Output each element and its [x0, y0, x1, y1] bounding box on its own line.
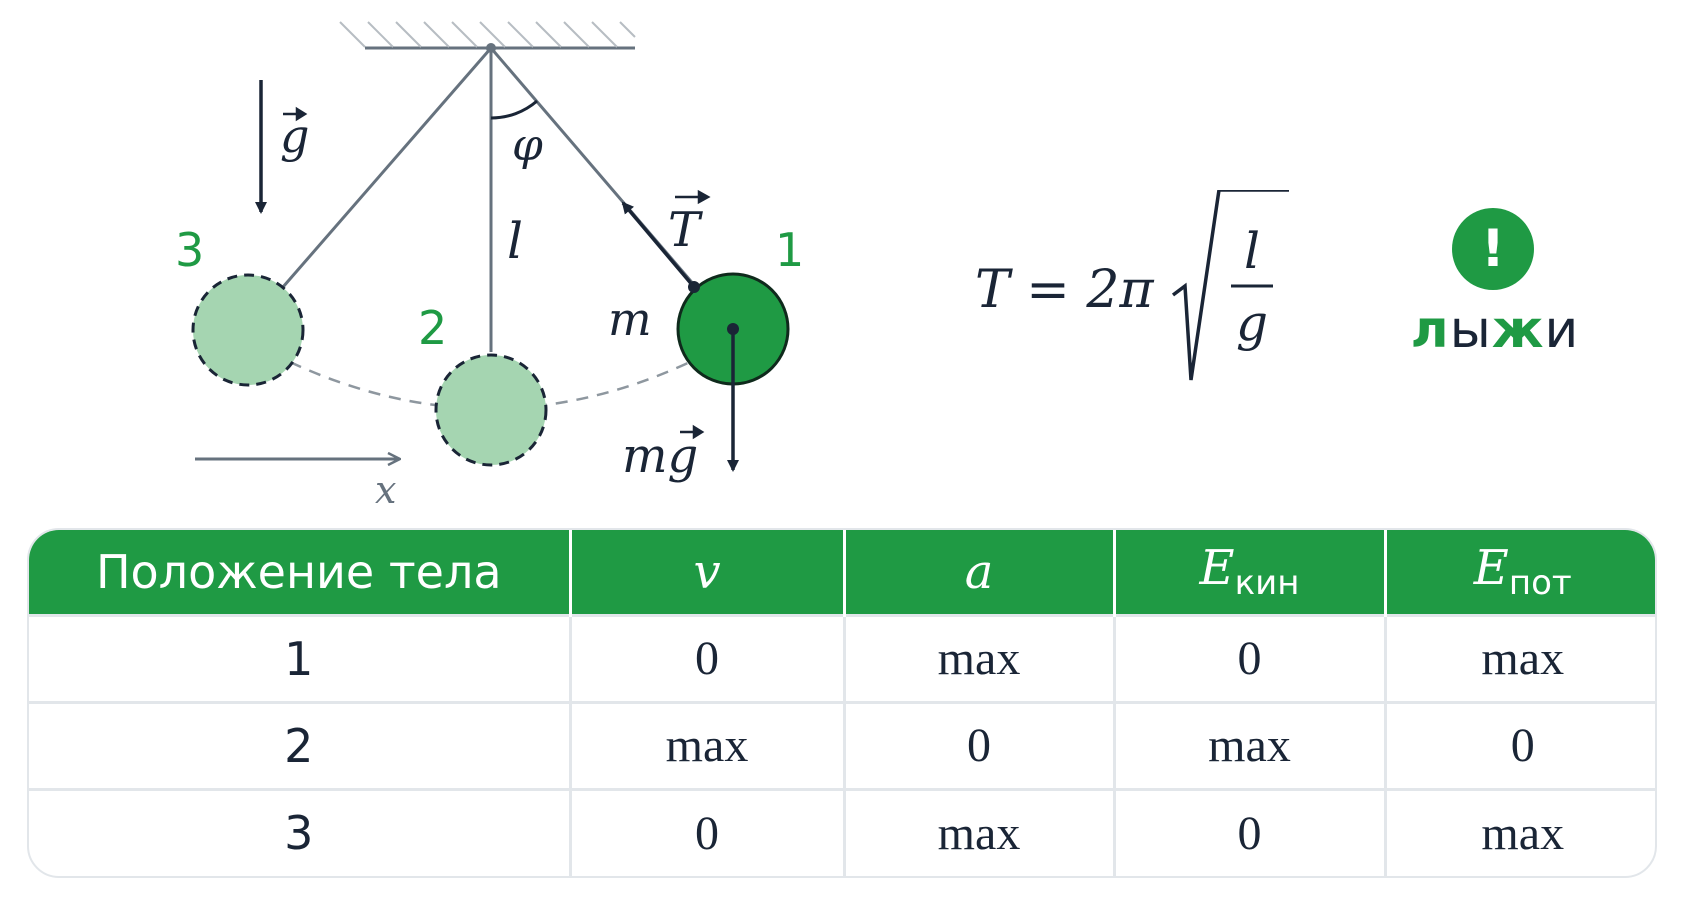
ceiling-support	[339, 21, 636, 50]
ball-position-3	[191, 273, 305, 387]
formula-lhs: T = 2π	[975, 260, 1154, 320]
logo-letter: л	[1410, 300, 1450, 360]
string-position-3	[281, 47, 493, 288]
table-row: 1 0 max 0 max	[29, 613, 1655, 702]
tension-arrow	[621, 201, 696, 289]
cell-potential-energy: 0	[1383, 700, 1655, 789]
pendulum-table: Положение тела v a Eкин Eпот 1 0 max 0 m…	[27, 528, 1657, 878]
pendulum-diagram: g φ l T m mg x 1 2 3	[175, 21, 804, 512]
x-axis-label: x	[375, 468, 396, 512]
logo-letter: и	[1544, 300, 1580, 360]
cell-kinetic-energy: 0	[1112, 613, 1385, 702]
header-kinetic-energy: Eкин	[1112, 530, 1385, 615]
formula-numerator: l	[1244, 222, 1260, 280]
header-epot-base: E	[1473, 540, 1509, 597]
position-number-2: 2	[418, 301, 447, 355]
formula-denominator: g	[1236, 294, 1268, 352]
tension-label: T	[668, 202, 703, 258]
cell-position: 2	[29, 700, 570, 789]
ball-position-2	[434, 353, 548, 467]
cell-acceleration: max	[842, 787, 1114, 876]
pivot-point	[486, 43, 496, 53]
position-number-1: 1	[775, 223, 804, 277]
angle-label: φ	[512, 120, 543, 171]
header-ekin-sub: кин	[1234, 563, 1300, 604]
cell-position: 1	[29, 613, 570, 702]
table-row: 3 0 max 0 max	[29, 787, 1655, 876]
cell-kinetic-energy: 0	[1112, 787, 1385, 876]
table-row: 2 max 0 max 0	[29, 700, 1655, 789]
period-formula: T = 2π l g	[975, 190, 1289, 381]
position-number-3: 3	[175, 223, 204, 277]
weight-label: mg	[622, 428, 698, 484]
exclamation-badge-icon: !	[1452, 208, 1534, 290]
length-label: l	[507, 212, 523, 270]
gravity-label: g	[280, 109, 309, 163]
cell-potential-energy: max	[1383, 787, 1655, 876]
header-acceleration: a	[842, 530, 1114, 615]
mass-label: m	[608, 292, 652, 346]
cell-potential-energy: max	[1383, 613, 1655, 702]
header-epot-sub: пот	[1508, 563, 1572, 604]
cell-acceleration: max	[842, 613, 1114, 702]
header-ekin-base: E	[1199, 540, 1235, 597]
brand-logo: лыжи	[1410, 300, 1580, 360]
table-header-row: Положение тела v a Eкин Eпот	[29, 530, 1655, 615]
vector-overbars	[283, 106, 711, 440]
angle-arc	[490, 99, 538, 120]
cell-velocity: 0	[568, 613, 844, 702]
logo-letter: ж	[1491, 300, 1545, 360]
cell-velocity: 0	[568, 787, 844, 876]
logo-letter: ы	[1449, 300, 1492, 360]
cell-kinetic-energy: max	[1112, 700, 1385, 789]
header-velocity: v	[568, 530, 844, 615]
header-position: Положение тела	[95, 544, 502, 599]
sqrt-sign	[1171, 190, 1289, 381]
cell-position: 3	[29, 787, 570, 876]
cell-acceleration: 0	[842, 700, 1114, 789]
cell-velocity: max	[568, 700, 844, 789]
header-potential-energy: Eпот	[1383, 530, 1655, 615]
